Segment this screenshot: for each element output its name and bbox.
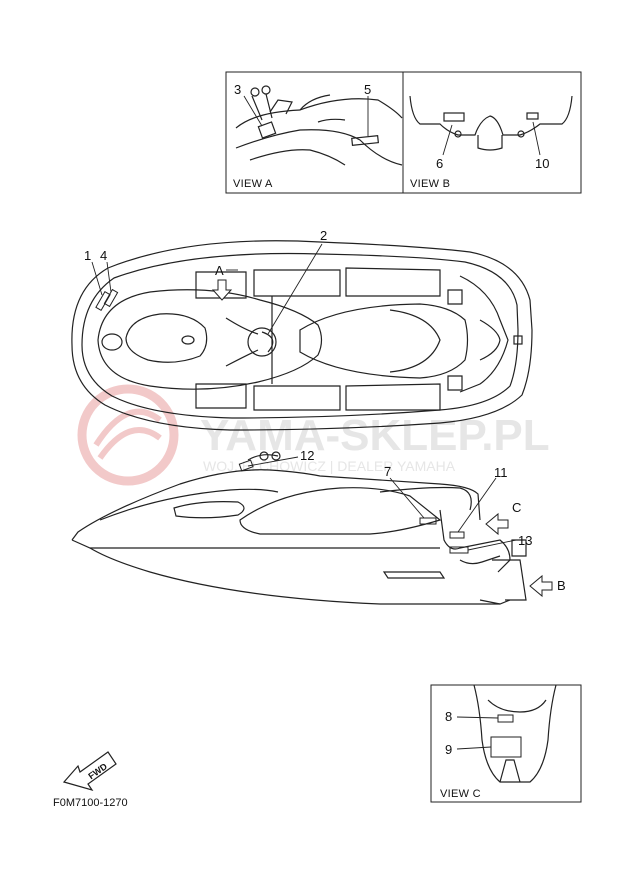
label-decal-4	[103, 288, 119, 308]
side-view-watercraft: 7 11 12 13 C B	[71, 448, 566, 605]
label-decal-12	[238, 459, 254, 472]
arrow-a-label: A	[215, 263, 224, 278]
callout-6: 6	[436, 156, 443, 171]
view-a-label: VIEW A	[233, 178, 273, 190]
view-ab-box: 3 5 VIEW A 6 10 VIEW B	[225, 71, 582, 194]
view-b-label: VIEW B	[410, 178, 450, 190]
watermark-logo	[77, 384, 179, 486]
fwd-arrow: FWD	[62, 751, 117, 792]
view-c-label: VIEW C	[440, 788, 481, 800]
figure-code: F0M7100-1270	[53, 797, 128, 809]
label-decal-11	[449, 531, 465, 539]
top-view-watercraft: 1 4 2 A	[71, 228, 533, 431]
watermark: YAMA-SKLEP.PL WOJ. ELCHOWICZ | DEALER YA…	[77, 384, 550, 486]
callout-4: 4	[100, 248, 107, 263]
label-decal-8	[497, 714, 514, 723]
watermark-title: YAMA-SKLEP.PL	[200, 411, 550, 460]
label-decal-9	[490, 736, 522, 758]
view-c-arrow	[485, 512, 509, 536]
view-c-box: 8 9 VIEW C	[430, 684, 582, 803]
callout-10: 10	[535, 156, 549, 171]
view-b-drawing	[409, 95, 573, 151]
view-b-arrow	[529, 574, 553, 598]
callout-12: 12	[300, 448, 314, 463]
callout-2: 2	[320, 228, 327, 243]
callout-5: 5	[364, 82, 371, 97]
view-a-drawing	[235, 85, 403, 166]
callout-3: 3	[234, 82, 241, 97]
callout-9: 9	[445, 742, 452, 757]
callout-7: 7	[384, 464, 391, 479]
callout-11: 11	[494, 465, 508, 480]
callout-1: 1	[84, 248, 91, 263]
callout-8: 8	[445, 709, 452, 724]
arrow-b-label: B	[557, 578, 566, 593]
callout-13: 13	[518, 533, 532, 548]
view-a-arrow	[211, 279, 233, 301]
arrow-c-label: C	[512, 500, 521, 515]
watermark-subtitle: WOJ. ELCHOWICZ | DEALER YAMAHA	[203, 458, 456, 474]
label-decal-1	[95, 291, 111, 311]
label-decal-7	[419, 517, 437, 525]
